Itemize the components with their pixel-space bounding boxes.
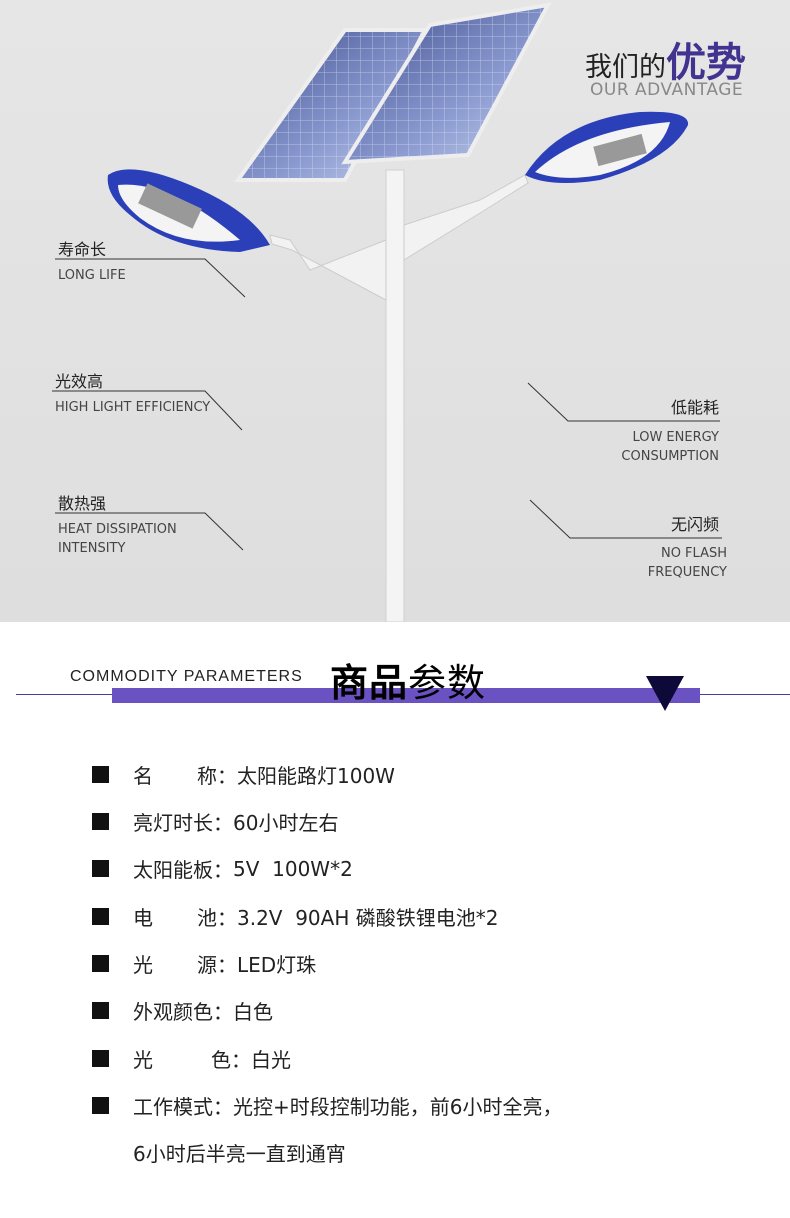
param-row: 亮灯时长：60小时左右: [92, 807, 338, 836]
parameters-title-cn: 商品参数: [330, 661, 487, 705]
bullet-square-icon: [92, 1002, 109, 1019]
callout-lines: [52, 258, 722, 551]
bullet-square-icon: [92, 1050, 109, 1067]
param-row: 太阳能板：5V 100W*2: [92, 854, 353, 883]
param-row: 光源：LED灯珠: [92, 949, 316, 978]
advantage-subtitle: OUR ADVANTAGE: [590, 80, 744, 100]
bullet-square-icon: [92, 908, 109, 925]
param-row: 外观颜色：白色: [92, 996, 273, 1025]
triangle-marker: [646, 676, 684, 711]
param-row: 光色：白光: [92, 1044, 291, 1073]
param-row: 工作模式：光控+时段控制功能，前6小时全亮，: [92, 1091, 562, 1120]
bullet-square-icon: [92, 955, 109, 972]
parameters-title-en: COMMODITY PARAMETERS: [70, 668, 303, 685]
bullet-square-icon: [92, 860, 109, 877]
bullet-square-icon: [92, 766, 109, 783]
title-bar: [112, 688, 700, 703]
param-row: 电池：3.2V 90AH 磷酸铁锂电池*2: [92, 902, 498, 931]
bullet-square-icon: [92, 1097, 109, 1114]
parameters-section: [0, 622, 790, 1218]
bullet-square-icon: [92, 813, 109, 830]
param-row: 名称：太阳能路灯100W: [92, 760, 395, 789]
advantage-title: 我们的优势: [585, 40, 746, 86]
param-row-continuation: 6小时后半亮一直到通宵: [133, 1142, 346, 1166]
solar-street-light-illustration: [52, 2, 722, 622]
